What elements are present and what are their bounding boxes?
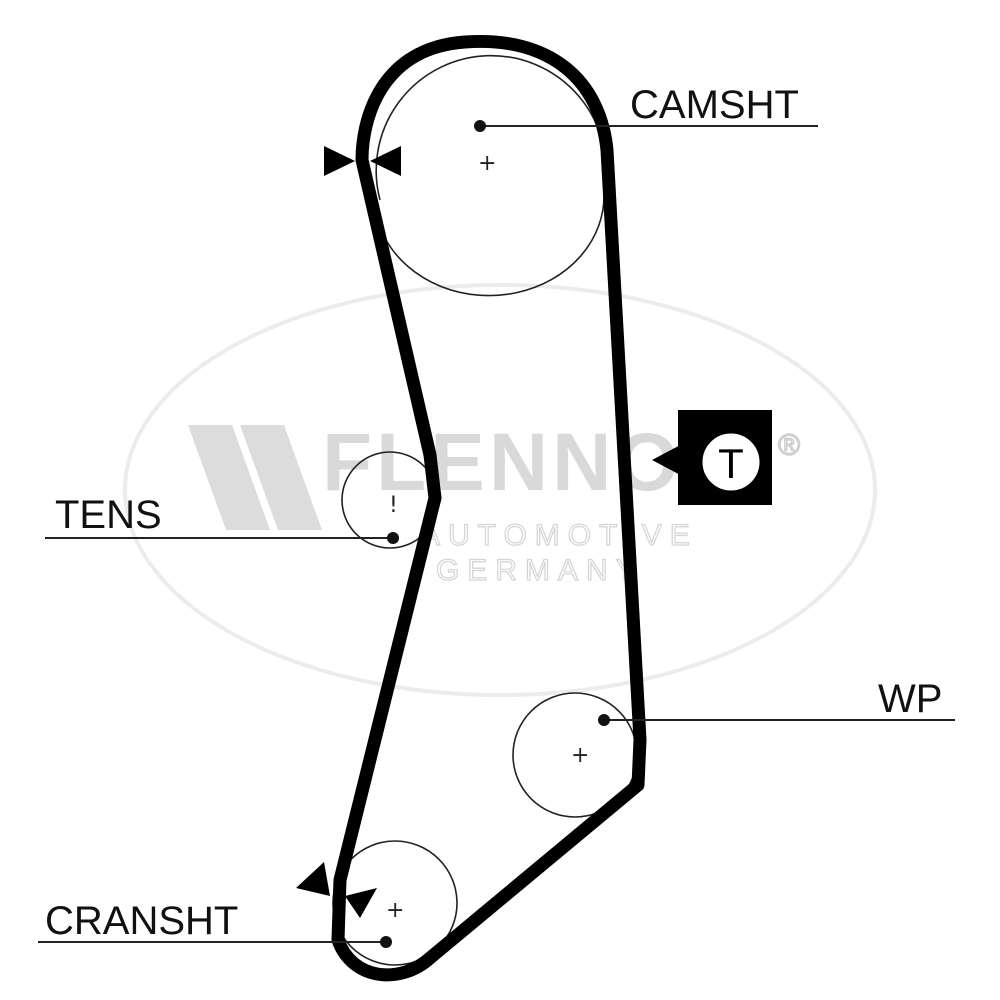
watermark: FLENNOR ® AUTOMOTIVE GERMANY xyxy=(123,283,877,697)
tensioner-centre-mark: ! xyxy=(389,493,398,518)
tensioner-label: TENS xyxy=(55,493,162,537)
timing-belt xyxy=(331,34,647,982)
tensioner-badge-icon: T xyxy=(652,410,772,505)
camshaft-centre-mark: + xyxy=(478,151,496,176)
watermark-line2: GERMANY xyxy=(436,554,644,587)
centre-marks: + ! + + xyxy=(386,151,589,923)
water-pump-label: WP xyxy=(878,677,942,721)
water-pump-centre-mark: + xyxy=(571,743,589,768)
camshaft-label: CAMSHT xyxy=(630,83,799,127)
badge-letter: T xyxy=(718,440,744,487)
watermark-ellipse xyxy=(123,283,877,697)
leaders xyxy=(38,120,955,948)
tensioner-leader-dot xyxy=(387,532,399,544)
crankshaft-leader-dot xyxy=(380,936,392,948)
watermark-line1: AUTOMOTIVE xyxy=(420,519,698,552)
watermark-logo-mark xyxy=(188,425,322,530)
crankshaft-centre-mark: + xyxy=(386,898,404,923)
badge-circle xyxy=(699,430,763,494)
badge-pointer xyxy=(652,442,686,478)
timing-mark-arrows-icon xyxy=(324,146,401,176)
watermark-registered-mark: ® xyxy=(778,429,800,462)
crankshaft-label: CRANSHT xyxy=(45,899,238,943)
water-pump-leader-dot xyxy=(598,714,610,726)
crankshaft-timing-mark-icon xyxy=(296,862,377,918)
camshaft-leader-dot xyxy=(474,120,486,132)
